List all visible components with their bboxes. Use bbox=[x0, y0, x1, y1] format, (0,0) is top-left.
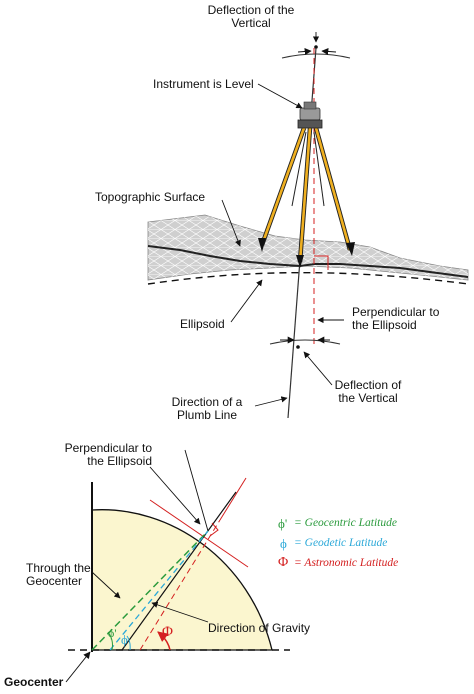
instrument-label: Instrument is Level bbox=[153, 77, 254, 91]
perpendicular-top-line1: Perpendicular to bbox=[352, 305, 440, 319]
perpendicular-bottom-label: Perpendicular to the Ellipsoid bbox=[40, 442, 152, 468]
legend: ϕ' = Geocentric Latitude ϕ = Geodetic La… bbox=[278, 516, 468, 576]
top-diagram bbox=[147, 32, 469, 419]
perpendicular-top-label: Perpendicular to the Ellipsoid bbox=[352, 306, 439, 332]
deflection-top-label: Deflection of the Vertical bbox=[186, 4, 316, 30]
legend-astronomic-symbol: Φ bbox=[278, 555, 289, 570]
ellipsoid-label: Ellipsoid bbox=[180, 317, 225, 331]
topographic-surface-line bbox=[147, 245, 469, 278]
plumb-label: Direction of a Plumb Line bbox=[160, 396, 254, 422]
legend-geocentric: ϕ' = Geocentric Latitude bbox=[278, 516, 468, 536]
perpendicular-bottom-line1: Perpendicular to bbox=[64, 441, 152, 455]
legend-geodetic-symbol: ϕ bbox=[280, 536, 287, 551]
legend-geocentric-symbol: ϕ' bbox=[278, 516, 288, 531]
legend-geodetic-text: = Geodetic Latitude bbox=[294, 537, 388, 549]
through-line2: Geocenter bbox=[26, 574, 83, 588]
plumb-line1: Direction of a bbox=[171, 395, 243, 409]
legend-geocentric-text: = Geocentric Latitude bbox=[294, 517, 397, 529]
legend-geodetic: ϕ = Geodetic Latitude bbox=[278, 536, 468, 556]
tripod bbox=[258, 127, 355, 268]
deflection-bottom-line2: the Vertical bbox=[338, 391, 398, 405]
legend-astronomic: Φ = Astronomic Latitude bbox=[278, 555, 468, 576]
instrument bbox=[297, 101, 323, 129]
topographic-label: Topographic Surface bbox=[95, 190, 206, 204]
deflection-arc-bottom bbox=[269, 339, 341, 345]
bottom-diagram bbox=[65, 449, 290, 683]
deflection-top-line1: Deflection of the bbox=[207, 3, 295, 17]
geocenter-label: Geocenter bbox=[4, 675, 64, 689]
geodetic-angle-symbol: ϕ bbox=[121, 632, 128, 647]
ellipsoid-line bbox=[147, 271, 469, 285]
through-geocenter-label: Through the Geocenter bbox=[26, 562, 91, 588]
gravity-label: Direction of Gravity bbox=[208, 621, 311, 635]
through-line1: Through the bbox=[26, 561, 91, 575]
geocentric-angle-symbol: ϕ' bbox=[108, 626, 117, 640]
earth-quadrant bbox=[91, 509, 273, 651]
perpendicular-bottom-line2: the Ellipsoid bbox=[87, 454, 152, 468]
astronomic-angle-symbol: Φ bbox=[162, 624, 173, 640]
deflection-bottom-line1: Deflection of bbox=[334, 378, 402, 392]
deflection-top-line2: Vertical bbox=[231, 16, 271, 30]
legend-astronomic-text: = Astronomic Latitude bbox=[294, 557, 399, 569]
plumb-line2: Plumb Line bbox=[176, 408, 238, 422]
deflection-bottom-label: Deflection of the Vertical bbox=[318, 379, 418, 405]
perpendicular-top-line2: the Ellipsoid bbox=[352, 318, 417, 332]
